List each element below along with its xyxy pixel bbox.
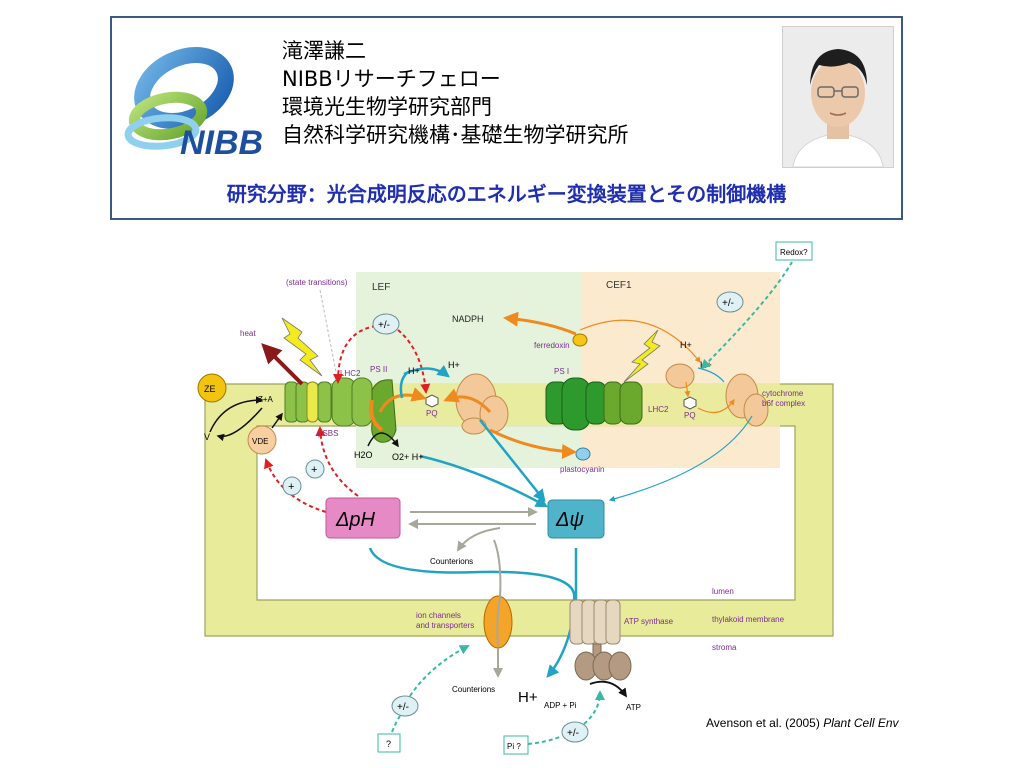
state-transitions-line: [319, 289, 337, 373]
vde-node: [247, 425, 277, 455]
pm-circle-4: +/-: [561, 721, 589, 743]
cytb6f-label-text: cytochrome: [762, 389, 804, 398]
ferredoxin-label: ferredoxin: [534, 341, 570, 350]
nadph-arrow: [503, 311, 577, 336]
v-label: V: [204, 432, 210, 442]
za-label: Z+A: [258, 395, 274, 404]
research-field: 研究分野：光合成明反応のエネルギー変換装置とその制御機構: [226, 182, 787, 206]
pq-left-label: PQ: [426, 409, 438, 418]
lhc2-left: [284, 377, 373, 427]
ze-node: [197, 373, 227, 403]
delta-psi-label: Δψ: [555, 509, 584, 531]
researcher-name: 滝澤謙二: [282, 39, 366, 63]
atp-synthase: [569, 599, 632, 681]
pm-circle-1: +/-: [372, 313, 400, 335]
stroma-label: stroma: [712, 643, 737, 652]
header-box: [110, 16, 903, 220]
atp-synthase-label: ATP synthase: [624, 617, 674, 626]
pi-box: [503, 735, 529, 755]
ze-label: ZE: [204, 384, 216, 394]
ion-channels-line1: ion channels: [416, 611, 461, 620]
vde-arrow: [216, 407, 263, 442]
redox-label: Redox?: [780, 248, 808, 257]
counterions-bottom-label: Counterions: [452, 685, 495, 694]
department: 環境光生物学研究部門: [282, 95, 492, 119]
atp-label: ATP: [626, 703, 641, 712]
svg-text:+: +: [288, 481, 294, 493]
cytb6f-right: [665, 363, 769, 427]
pm-circle-2: +/-: [716, 291, 744, 313]
h-plus-2-label: H+: [448, 360, 460, 370]
citation: Avenson et al. (2005) Plant Cell Env: [706, 716, 899, 730]
lightning-right-icon: [623, 329, 661, 383]
institute: 自然科学研究機構･基礎生物学研究所: [282, 123, 629, 147]
h2o-label: H2O: [354, 450, 373, 460]
pq-right-label: PQ: [684, 411, 696, 420]
plastocyanin-label: plastocyanin: [560, 465, 604, 474]
psbs-label: pSBS: [318, 429, 338, 438]
pm-circle-3: +/-: [391, 695, 419, 717]
h-plus-3-label: H+: [680, 340, 692, 350]
psii-complex: [369, 379, 397, 443]
counterions-top-label: Counterions: [430, 557, 473, 566]
psii-label: PS II: [370, 365, 387, 374]
ferredoxin-icon: [572, 333, 588, 347]
delta-ph-label: ΔpH: [335, 509, 376, 531]
heat-arrow: [261, 343, 304, 386]
plus-circle-1: +: [282, 476, 302, 496]
citation-authors: Avenson et al. (2005): [706, 716, 824, 730]
nibb-logo: NIBB: [124, 47, 263, 160]
lumen-label: lumen: [712, 587, 734, 596]
plus-circle-2: +: [305, 459, 325, 479]
h-plus-1-label: H+: [408, 366, 420, 376]
lef-label: LEF: [372, 282, 390, 293]
nadph-label: NADPH: [452, 314, 484, 324]
heat-label: heat: [240, 329, 256, 338]
psi-label: PS I: [554, 367, 569, 376]
thylakoid-membrane-label: thylakoid membrane: [712, 615, 785, 624]
researcher-position: NIBBリサーチフェロー: [282, 67, 501, 91]
lhc2-left-label: LHC2: [340, 369, 361, 378]
delta-ph-box: [325, 497, 401, 539]
h-plus-big-label: H+: [518, 689, 538, 706]
svg-text:+/-: +/-: [378, 320, 390, 331]
logo-text: NIBB: [180, 124, 263, 160]
pi-label: Pi ?: [507, 742, 521, 751]
redox-box: [775, 241, 813, 261]
svg-text:+/-: +/-: [722, 298, 734, 309]
cytb6f-label: cytochrome b6f complex: [762, 389, 806, 408]
state-transitions-label: (state transitions): [286, 278, 348, 287]
lhc2-right-label: LHC2: [648, 405, 669, 414]
cef-label: CEF1: [606, 280, 632, 291]
question-box: [377, 733, 401, 753]
plastocyanin-icon: [575, 447, 591, 461]
researcher-photo: [782, 26, 894, 168]
svg-text:+/-: +/-: [567, 728, 579, 739]
pq-left-icon: [425, 394, 439, 408]
question-label: ?: [386, 739, 391, 749]
ze-arrow: [209, 396, 264, 433]
delta-psi-box: [547, 499, 605, 539]
citation-journal: Plant Cell Env: [823, 716, 899, 730]
pq-right-icon: [683, 396, 697, 410]
svg-text:+/-: +/-: [397, 702, 409, 713]
adp-pi-label: ADP + Pi: [544, 701, 577, 710]
o2-h-label: O2+ H+: [392, 452, 424, 462]
vde-label: VDE: [252, 437, 268, 446]
psi-complex: [545, 377, 643, 431]
lightning-left-icon: [281, 317, 323, 377]
svg-text:+: +: [311, 464, 317, 476]
ion-channels-label: ion channels and transporters: [416, 611, 474, 630]
